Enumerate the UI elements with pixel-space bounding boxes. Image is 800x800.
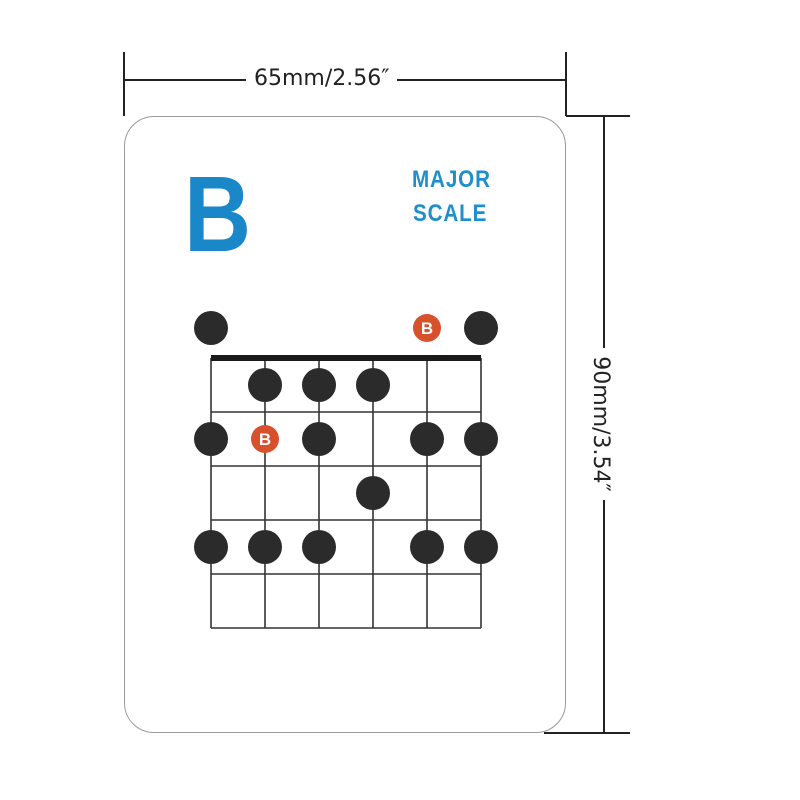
scale-note-dot: [302, 368, 336, 402]
scale-note-dot: [248, 368, 282, 402]
scale-note-dot: [464, 530, 498, 564]
scale-note-dot: [302, 530, 336, 564]
scale-note-dot: [248, 530, 282, 564]
key-letter: B: [184, 153, 251, 274]
scale-note-dot: [410, 530, 444, 564]
width-label: 65mm/2.56″: [246, 66, 398, 93]
scale-note-dot: [356, 476, 390, 510]
scale-note-dot: [194, 530, 228, 564]
scale-note-dot: [410, 422, 444, 456]
root-note-label: B: [421, 319, 433, 338]
scale-note-dot: [356, 368, 390, 402]
scale-note-dot: [194, 311, 228, 345]
scale-note-dot: [302, 422, 336, 456]
scale-note-dot: [464, 311, 498, 345]
scale-note-dot: [464, 422, 498, 456]
scale-note-dot: [194, 422, 228, 456]
scale-title-line2: SCALE: [413, 200, 488, 227]
scale-title-line1: MAJOR: [412, 166, 491, 193]
root-note-dot: [413, 314, 441, 342]
root-note-dot: [251, 425, 279, 453]
root-note-label: B: [259, 430, 271, 449]
scale-card: [124, 116, 566, 733]
nut-bar: [211, 355, 481, 361]
